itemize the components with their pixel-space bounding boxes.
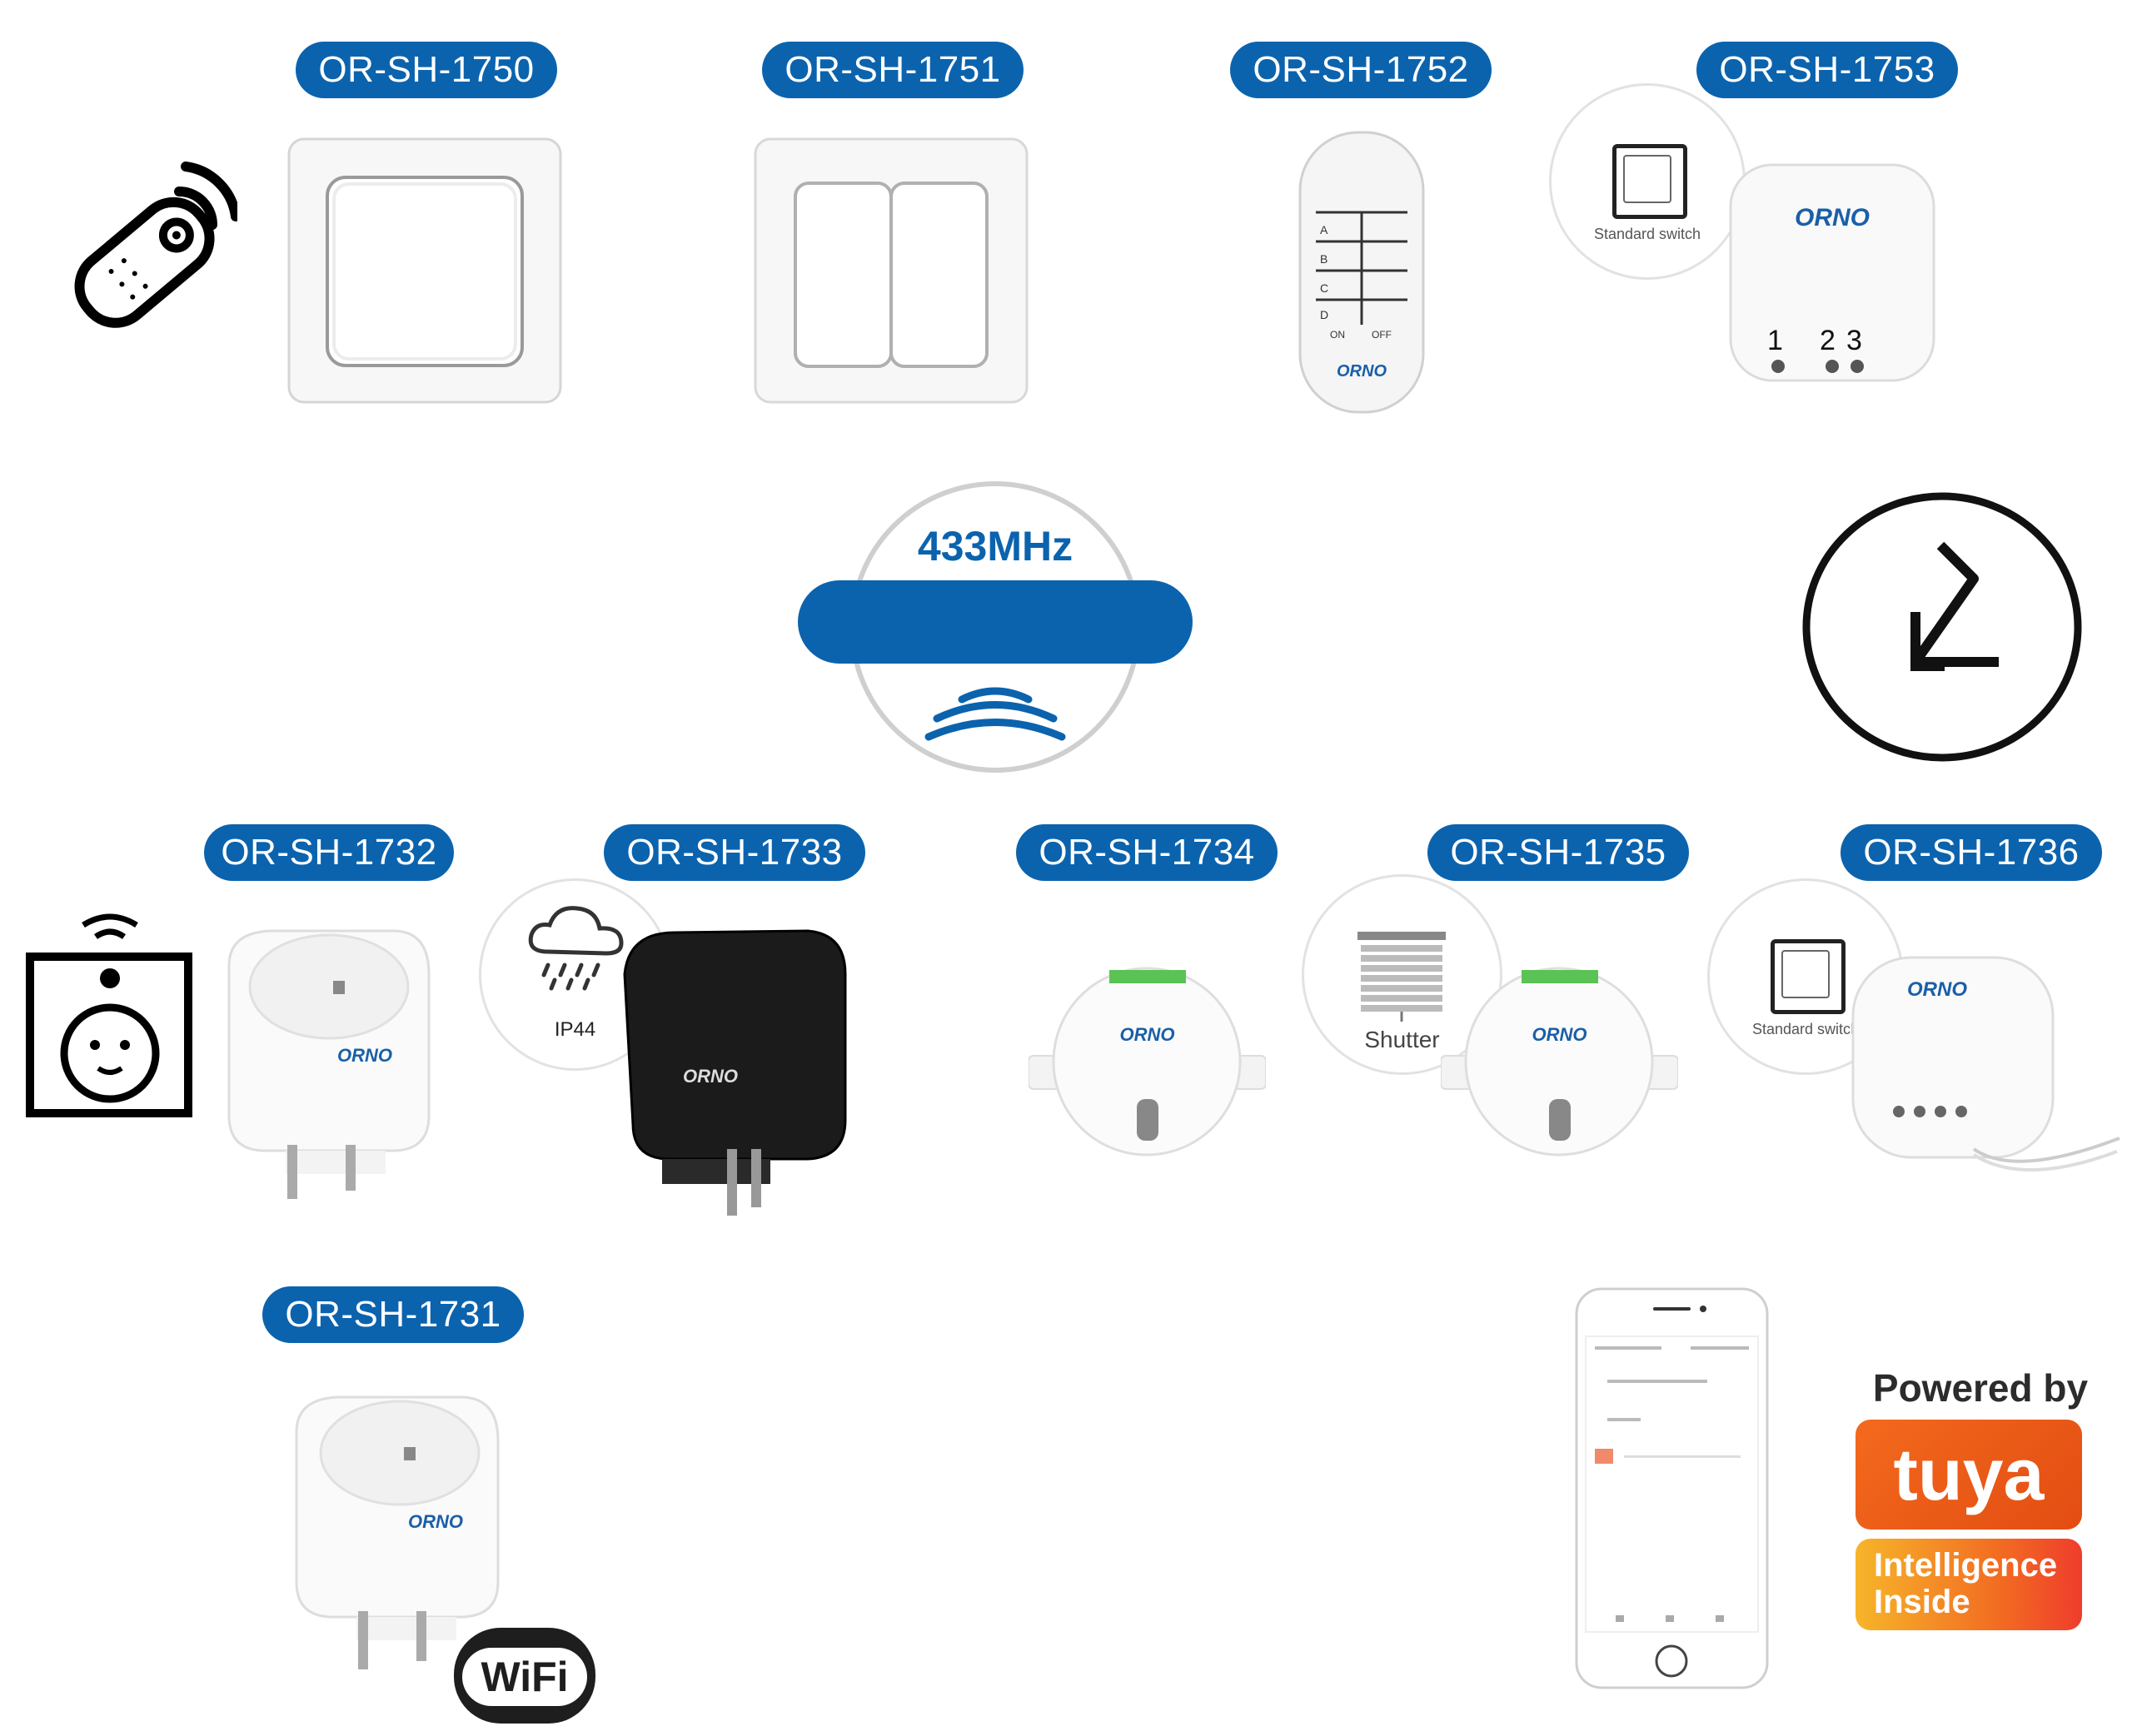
arrow-circle-icon xyxy=(1799,487,2086,766)
black-smart-plug-ip44-image: ORNO xyxy=(616,924,849,1216)
label-or-sh-1753: OR-SH-1753 xyxy=(1696,42,1958,98)
standard-switch-icon xyxy=(1612,144,1687,219)
standard-switch-caption-2: Standard switch xyxy=(1751,1021,1860,1037)
wifi-badge-text: WiFi xyxy=(462,1648,587,1706)
wifi-module-1736-image: ORNO xyxy=(1849,953,2124,1186)
module1735-brand-logo: ORNO xyxy=(1532,1024,1587,1045)
label-or-sh-1734: OR-SH-1734 xyxy=(1016,824,1278,881)
tuya-logo: tuya xyxy=(1856,1420,2082,1530)
receiver-brand-logo: ORNO xyxy=(1795,204,1870,231)
ip44-caption: IP44 xyxy=(554,1018,596,1041)
frequency-label: 433MHz xyxy=(917,523,1073,570)
remote-control-icon xyxy=(46,150,241,341)
receiver-channel-2: 2 xyxy=(1820,325,1836,356)
relay-receiver-image: ORNO 1 2 3 xyxy=(1728,162,1936,383)
remote-off-label: OFF xyxy=(1372,329,1392,341)
frequency-badge: 433MHz xyxy=(795,479,1195,778)
label-or-sh-1750: OR-SH-1750 xyxy=(296,42,557,98)
label-or-sh-1736: OR-SH-1736 xyxy=(1841,824,2102,881)
radio-waves-icon xyxy=(924,687,1066,741)
label-or-sh-1735: OR-SH-1735 xyxy=(1427,824,1689,881)
label-or-sh-1733: OR-SH-1733 xyxy=(604,824,865,881)
standard-switch-icon xyxy=(1771,939,1846,1014)
double-wall-switch-image xyxy=(754,137,1029,404)
standard-switch-caption-1: Standard switch xyxy=(1593,226,1701,242)
single-wall-switch-image xyxy=(287,137,562,404)
flush-module-1734-image: ORNO xyxy=(1028,958,1267,1161)
rain-cloud-icon xyxy=(523,902,631,993)
standard-switch-callout-1: Standard switch xyxy=(1549,83,1746,280)
powered-by-label: Powered by xyxy=(1872,1366,2089,1410)
module1734-brand-logo: ORNO xyxy=(1119,1024,1175,1045)
wifi-badge-icon: WiFi xyxy=(454,1628,595,1724)
plug1731-brand-logo: ORNO xyxy=(408,1511,463,1532)
module1736-brand-logo: ORNO xyxy=(1907,978,1967,1001)
white-smart-plug-433-image: ORNO xyxy=(221,924,437,1199)
tuya-tagline-text: Intelligence Inside xyxy=(1874,1547,2058,1620)
remote-on-label: ON xyxy=(1330,329,1345,341)
remote-key-a: A xyxy=(1320,223,1328,236)
plug1732-brand-logo: ORNO xyxy=(337,1045,392,1066)
label-or-sh-1752: OR-SH-1752 xyxy=(1230,42,1492,98)
tuya-logo-text: tuya xyxy=(1893,1433,2045,1515)
smartphone-app-icon xyxy=(1574,1286,1770,1690)
white-smart-plug-wifi-image: ORNO xyxy=(291,1390,508,1674)
remote-key-d: D xyxy=(1320,308,1329,321)
smart-socket-icon xyxy=(25,912,196,1120)
plug1733-brand-logo: ORNO xyxy=(683,1066,738,1087)
label-or-sh-1731: OR-SH-1731 xyxy=(262,1286,524,1343)
remote-key-b: B xyxy=(1320,252,1328,266)
label-or-sh-1751: OR-SH-1751 xyxy=(762,42,1024,98)
remote-brand-logo: ORNO xyxy=(1337,362,1387,381)
remote-key-c: C xyxy=(1320,281,1329,295)
receiver-channel-1: 1 xyxy=(1767,325,1783,356)
handheld-remote-image: A B C D ON OFF ORNO xyxy=(1295,129,1428,416)
tuya-tagline-badge: Intelligence Inside xyxy=(1856,1539,2082,1630)
receiver-channel-3: 3 xyxy=(1846,325,1862,356)
label-or-sh-1732: OR-SH-1732 xyxy=(204,824,454,881)
flush-module-1735-image: ORNO xyxy=(1440,958,1679,1161)
shutter-icon xyxy=(1356,930,1447,1022)
shutter-caption: Shutter xyxy=(1364,1027,1440,1052)
